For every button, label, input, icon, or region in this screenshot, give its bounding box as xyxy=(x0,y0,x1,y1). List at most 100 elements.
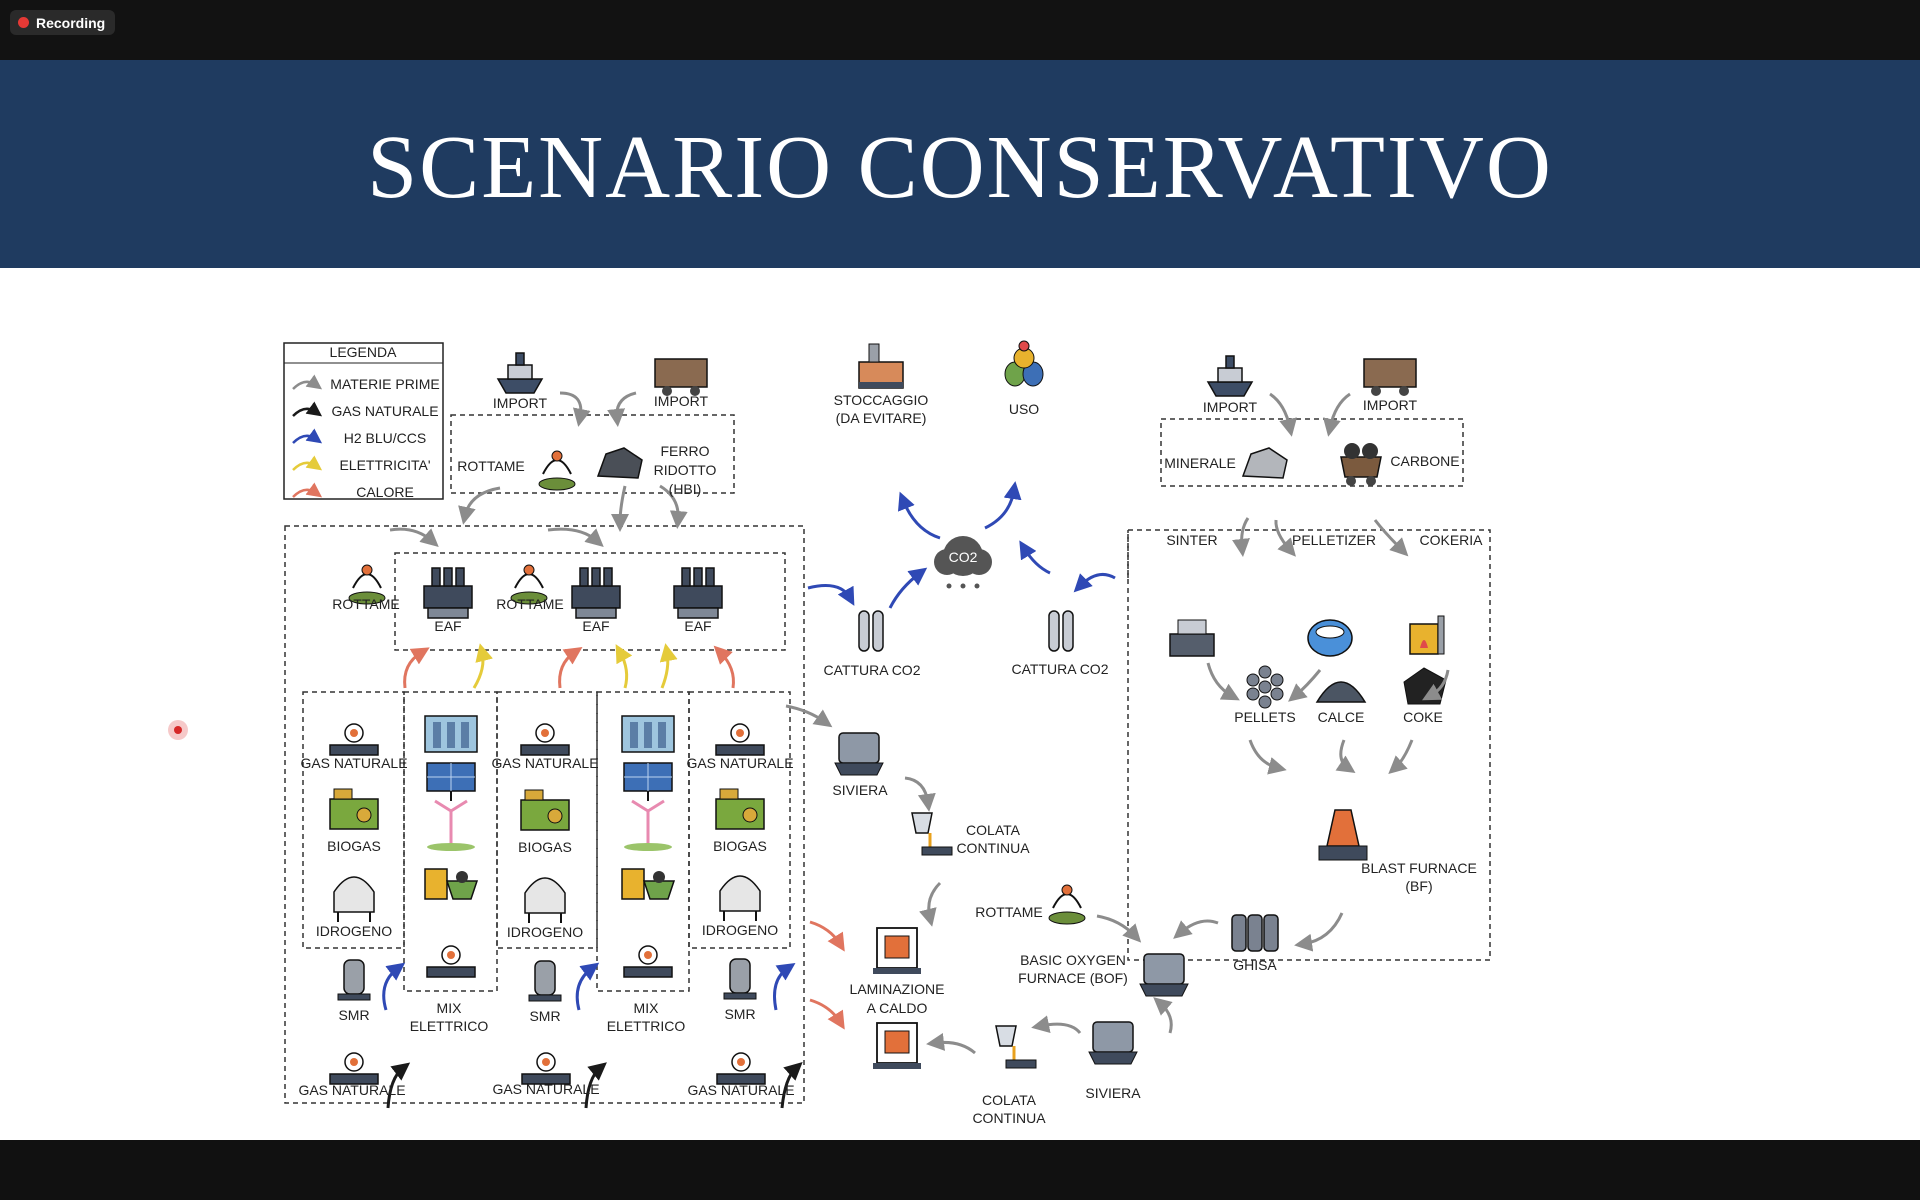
smr-label-a: SMR xyxy=(338,1007,369,1023)
legend-item: GAS NATURALE xyxy=(292,401,439,419)
legend-item: CALORE xyxy=(292,482,414,500)
pellets-icon xyxy=(1246,665,1284,709)
co2-text: CO2 xyxy=(949,549,978,565)
import-label-4: IMPORT xyxy=(1363,397,1418,413)
rottame-label-right: ROTTAME xyxy=(975,904,1042,920)
cattura-co2-label-1: CATTURA CO2 xyxy=(824,662,921,678)
smr-label-c: SMR xyxy=(724,1006,755,1022)
gas-naturale-label-f: GAS NATURALE xyxy=(687,1082,794,1098)
uso-label: USO xyxy=(1009,401,1039,417)
gas-valve-icon xyxy=(520,723,570,756)
colata-label-2a: COLATA xyxy=(982,1092,1037,1108)
top-bar: Recording xyxy=(0,0,1920,60)
smr-reactor-icon xyxy=(337,959,371,1001)
ghisa-label: GHISA xyxy=(1233,957,1277,973)
flow-arrow-icon xyxy=(984,481,1022,530)
mix-elettrico-label-a1: MIX xyxy=(437,1000,463,1016)
flow-arrow-icon xyxy=(888,567,928,609)
flow-arrow-icon xyxy=(382,962,406,1011)
flow-arrow-icon xyxy=(458,486,501,525)
freight-car-icon xyxy=(1363,358,1417,396)
biogas-plant-icon xyxy=(329,788,379,830)
legend-item-label: H2 BLU/CCS xyxy=(344,430,426,446)
hydro-dam-icon xyxy=(424,715,478,753)
pig-iron-tanks-icon xyxy=(1231,914,1279,952)
siviera-label-1: SIVIERA xyxy=(832,782,888,798)
flow-arrow-icon xyxy=(773,963,796,1011)
import-label-3: IMPORT xyxy=(1203,399,1258,415)
gas-valve-icon xyxy=(623,945,673,978)
rottame-label-left: ROTTAME xyxy=(332,596,399,612)
bof-label-1: BASIC OXYGEN xyxy=(1020,952,1126,968)
flow-arrow-icon xyxy=(713,645,735,689)
flow-arrow-icon xyxy=(807,584,855,606)
flow-arrow-icon xyxy=(1096,914,1142,943)
scrap-claw-icon xyxy=(348,564,386,605)
flow-arrow-icon xyxy=(1274,519,1296,557)
flow-arrow-icon xyxy=(659,643,678,689)
gas-valve-icon xyxy=(521,1052,571,1085)
flow-arrow-icon xyxy=(1269,392,1297,437)
ferro-ridotto-label-3: (HBI) xyxy=(669,481,702,497)
smr-reactor-icon xyxy=(528,960,562,1002)
flow-arrow-icon xyxy=(472,643,493,689)
hydrogen-tank-icon xyxy=(719,875,761,921)
lime-pile-icon xyxy=(1315,681,1367,703)
ferro-ridotto-label-2: RIDOTTO xyxy=(654,462,717,478)
carbone-label: CARBONE xyxy=(1390,453,1459,469)
siviera-label-2: SIVIERA xyxy=(1085,1085,1141,1101)
hydro-dam-icon xyxy=(621,715,675,753)
continuous-casting-icon xyxy=(911,812,953,856)
bof-converter-icon xyxy=(1139,953,1189,997)
blast-furnace-label-2: (BF) xyxy=(1405,878,1432,894)
laminazione-label-1: LAMINAZIONE xyxy=(850,981,945,997)
flow-arrows xyxy=(382,391,1450,1109)
flow-arrow-icon xyxy=(547,527,604,547)
recording-indicator[interactable]: Recording xyxy=(10,10,116,35)
coal-cart-icon xyxy=(424,868,479,900)
mix-elettrico-label-a2: ELETTRICO xyxy=(410,1018,489,1034)
bof-label-2: FURNACE (BOF) xyxy=(1018,970,1128,986)
eaf-furnace-icon xyxy=(673,567,723,619)
rolling-mill-icon xyxy=(873,927,921,974)
solar-panel-icon xyxy=(426,762,476,801)
hydrogen-tank-icon xyxy=(333,876,375,922)
record-dot-icon xyxy=(18,17,29,28)
ferro-ridotto-label-1: FERRO xyxy=(661,443,710,459)
biogas-label-b: BIOGAS xyxy=(518,839,572,855)
legend-item-label: ELETTRICITA' xyxy=(339,457,430,473)
ship-icon xyxy=(1206,355,1254,397)
sinter-plant-icon xyxy=(1169,619,1215,657)
legend-item: H2 BLU/CCS xyxy=(292,428,426,446)
gas-naturale-label-b: GAS NATURALE xyxy=(491,755,598,771)
recording-label: Recording xyxy=(36,14,106,31)
wind-turbine-icon xyxy=(624,799,672,851)
flow-arrow-icon xyxy=(1153,997,1173,1034)
flow-arrow-icon xyxy=(575,962,600,1011)
flow-arrow-icon xyxy=(1294,912,1344,952)
flow-arrow-icon xyxy=(615,644,633,689)
minerale-label: MINERALE xyxy=(1164,455,1236,471)
flow-arrow-icon xyxy=(1373,519,1409,557)
legend-arrow-icon xyxy=(292,374,323,390)
flow-arrow-icon xyxy=(403,647,430,689)
blast-furnace-label-1: BLAST FURNACE xyxy=(1361,860,1477,876)
legend-arrow-icon xyxy=(292,455,323,471)
eaf-furnace-icon xyxy=(571,567,621,619)
gas-valve-icon xyxy=(329,1052,379,1085)
scrap-claw-icon xyxy=(538,450,576,491)
pelletizer-label: PELLETIZER xyxy=(1292,532,1376,548)
flow-arrow-icon xyxy=(659,484,688,529)
capture-silo-icon xyxy=(858,610,884,652)
smr-label-b: SMR xyxy=(529,1008,560,1024)
coal-wagon-icon xyxy=(1340,443,1382,486)
hbi-icon xyxy=(596,447,643,479)
mix-elettrico-label-b2: ELETTRICO xyxy=(607,1018,686,1034)
flow-arrow-icon xyxy=(584,1062,607,1109)
wind-turbine-icon xyxy=(427,799,475,851)
gas-naturale-label-c: GAS NATURALE xyxy=(686,755,793,771)
eaf-furnace-icon xyxy=(423,567,473,619)
flow-arrow-icon xyxy=(809,920,845,952)
continuous-casting-icon xyxy=(995,1025,1037,1069)
